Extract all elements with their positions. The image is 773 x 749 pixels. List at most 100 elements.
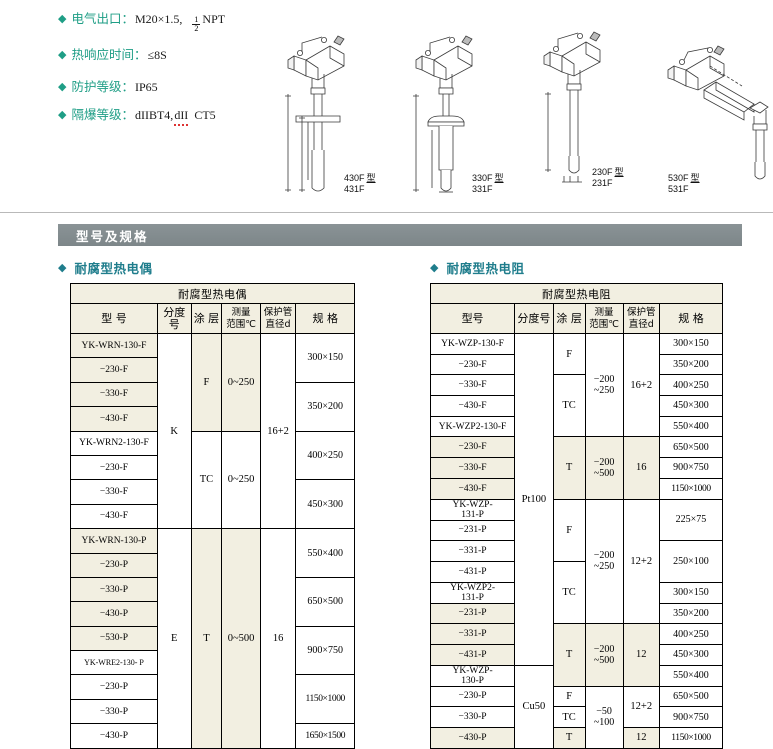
column-header-spec: 规 格 [295,303,355,334]
cell-diameter: 16+2 [622,332,660,438]
cell-diameter: 16 [622,436,660,500]
cell-range: 0~500 [221,528,261,749]
cell-coating: F [552,498,586,562]
cell-model: YK-WZP-131-P [429,498,516,521]
cell-graduation: Cu50 [514,664,554,749]
cell-range: 0~250 [221,430,261,530]
cell-range: −200~500 [584,623,624,687]
cell-spec: 250×100 [658,540,724,583]
cell-model: −330-F [70,479,158,505]
cell-spec: 650×500 [295,576,355,627]
diamond-bullet-icon: ◆ [58,80,67,93]
cell-model: −330-F [70,381,158,408]
cell-model: −430-F [429,395,516,417]
spec-item-explosion-proof-grade: ◆ 隔爆等级： dIIBT4, dII CT5 [58,104,298,126]
cell-diameter: 16+2 [259,332,297,530]
table-caption: 耐腐型热电阻 [430,283,723,304]
cell-range: −200~500 [584,436,624,500]
cell-spec: 900×750 [295,625,355,676]
cell-diameter: 12+2 [622,498,660,625]
cell-range: 0~250 [221,333,261,432]
cell-spec: 400×250 [295,430,355,481]
cell-model: YK-WRE2-130- P [70,650,158,676]
column-header-graduation: 分度号 [514,303,554,334]
cell-range: −200~250 [584,498,624,625]
cell-model: −330-P [70,576,158,603]
cell-diameter: 12+2 [622,685,660,729]
table-caption-row: 耐腐型热电偶 [70,283,355,304]
cell-diameter: 12 [622,623,660,687]
probe-unit: 型 [494,173,504,183]
cell-spec: 900×750 [658,706,724,728]
table-row: −230-P [70,552,355,578]
column-header-diameter: 保护管直径d [259,303,297,334]
cell-spec: 400×250 [658,374,724,397]
cell-spec: 350×200 [658,602,724,625]
table-row: YK-WRE2-130- P [70,650,355,676]
cell-spec: 1150×1000 [295,674,355,725]
spec-value-explosion-proof-tail: CT5 [194,107,216,122]
probe-model-line1: 530F [668,173,689,183]
cell-diameter: 16 [259,528,297,749]
cell-model: −230-F [70,357,158,383]
spec-value-response-time: ≤8S [147,47,167,62]
cell-spec: 300×150 [295,333,355,383]
cell-graduation: E [156,528,192,749]
cell-spec: 900×750 [658,457,724,479]
cell-spec: 1150×1000 [658,727,724,749]
table-row: −230-F 350×200 [429,353,724,376]
cell-range: −200~250 [584,332,624,438]
column-header-range: 测量范围℃ [221,303,261,334]
table-row: −230-F [70,357,355,383]
section-header-bar: 型号及规格 [58,224,742,246]
cell-spec: 300×150 [658,581,724,604]
cell-model: −430-P [70,723,158,749]
cell-spec: 350×200 [658,353,724,376]
table-heading-rtd: ◆ 耐腐型热电阻 [430,258,524,277]
horizontal-divider [0,212,773,213]
cell-range: −50~100 [584,685,624,749]
cell-coating: TC [190,430,223,530]
cell-coating: T [190,528,223,749]
cell-model: −530-P [70,625,158,652]
cell-model: YK-WRN2-130-F [70,430,158,456]
table-row: −330-P 650×500 [70,576,355,627]
cell-model: −230-P [429,685,516,708]
cell-coating: TC [552,374,586,438]
column-header-diameter: 保护管直径d [622,303,660,334]
cell-spec: 1150×1000 [658,477,724,500]
cell-model: −431-P [429,643,516,666]
column-header-graduation: 分度号 [156,303,192,334]
probe-model-line1: 230F [592,167,613,177]
fraction-numerator: 1 [194,15,199,24]
diamond-bullet-icon: ◆ [58,262,67,274]
spec-item-protection-grade: ◆ 防护等级： IP65 [58,76,298,95]
spec-value-explosion-proof-underlined: dII [174,108,189,126]
fraction-one-half: 1 2 [192,15,201,34]
cell-model: YK-WZP-130-F [429,333,516,355]
cell-model: −330-P [429,706,516,728]
probe-model-line1: 430F [344,173,365,183]
probe-model-line1: 330F [472,173,493,183]
cell-graduation: Pt100 [514,333,554,666]
cell-model: −230-F [429,353,516,376]
diamond-bullet-icon: ◆ [430,262,439,274]
probe-unit: 型 [690,173,700,183]
column-header-spec: 规 格 [658,303,724,334]
cell-coating: F [552,685,586,708]
